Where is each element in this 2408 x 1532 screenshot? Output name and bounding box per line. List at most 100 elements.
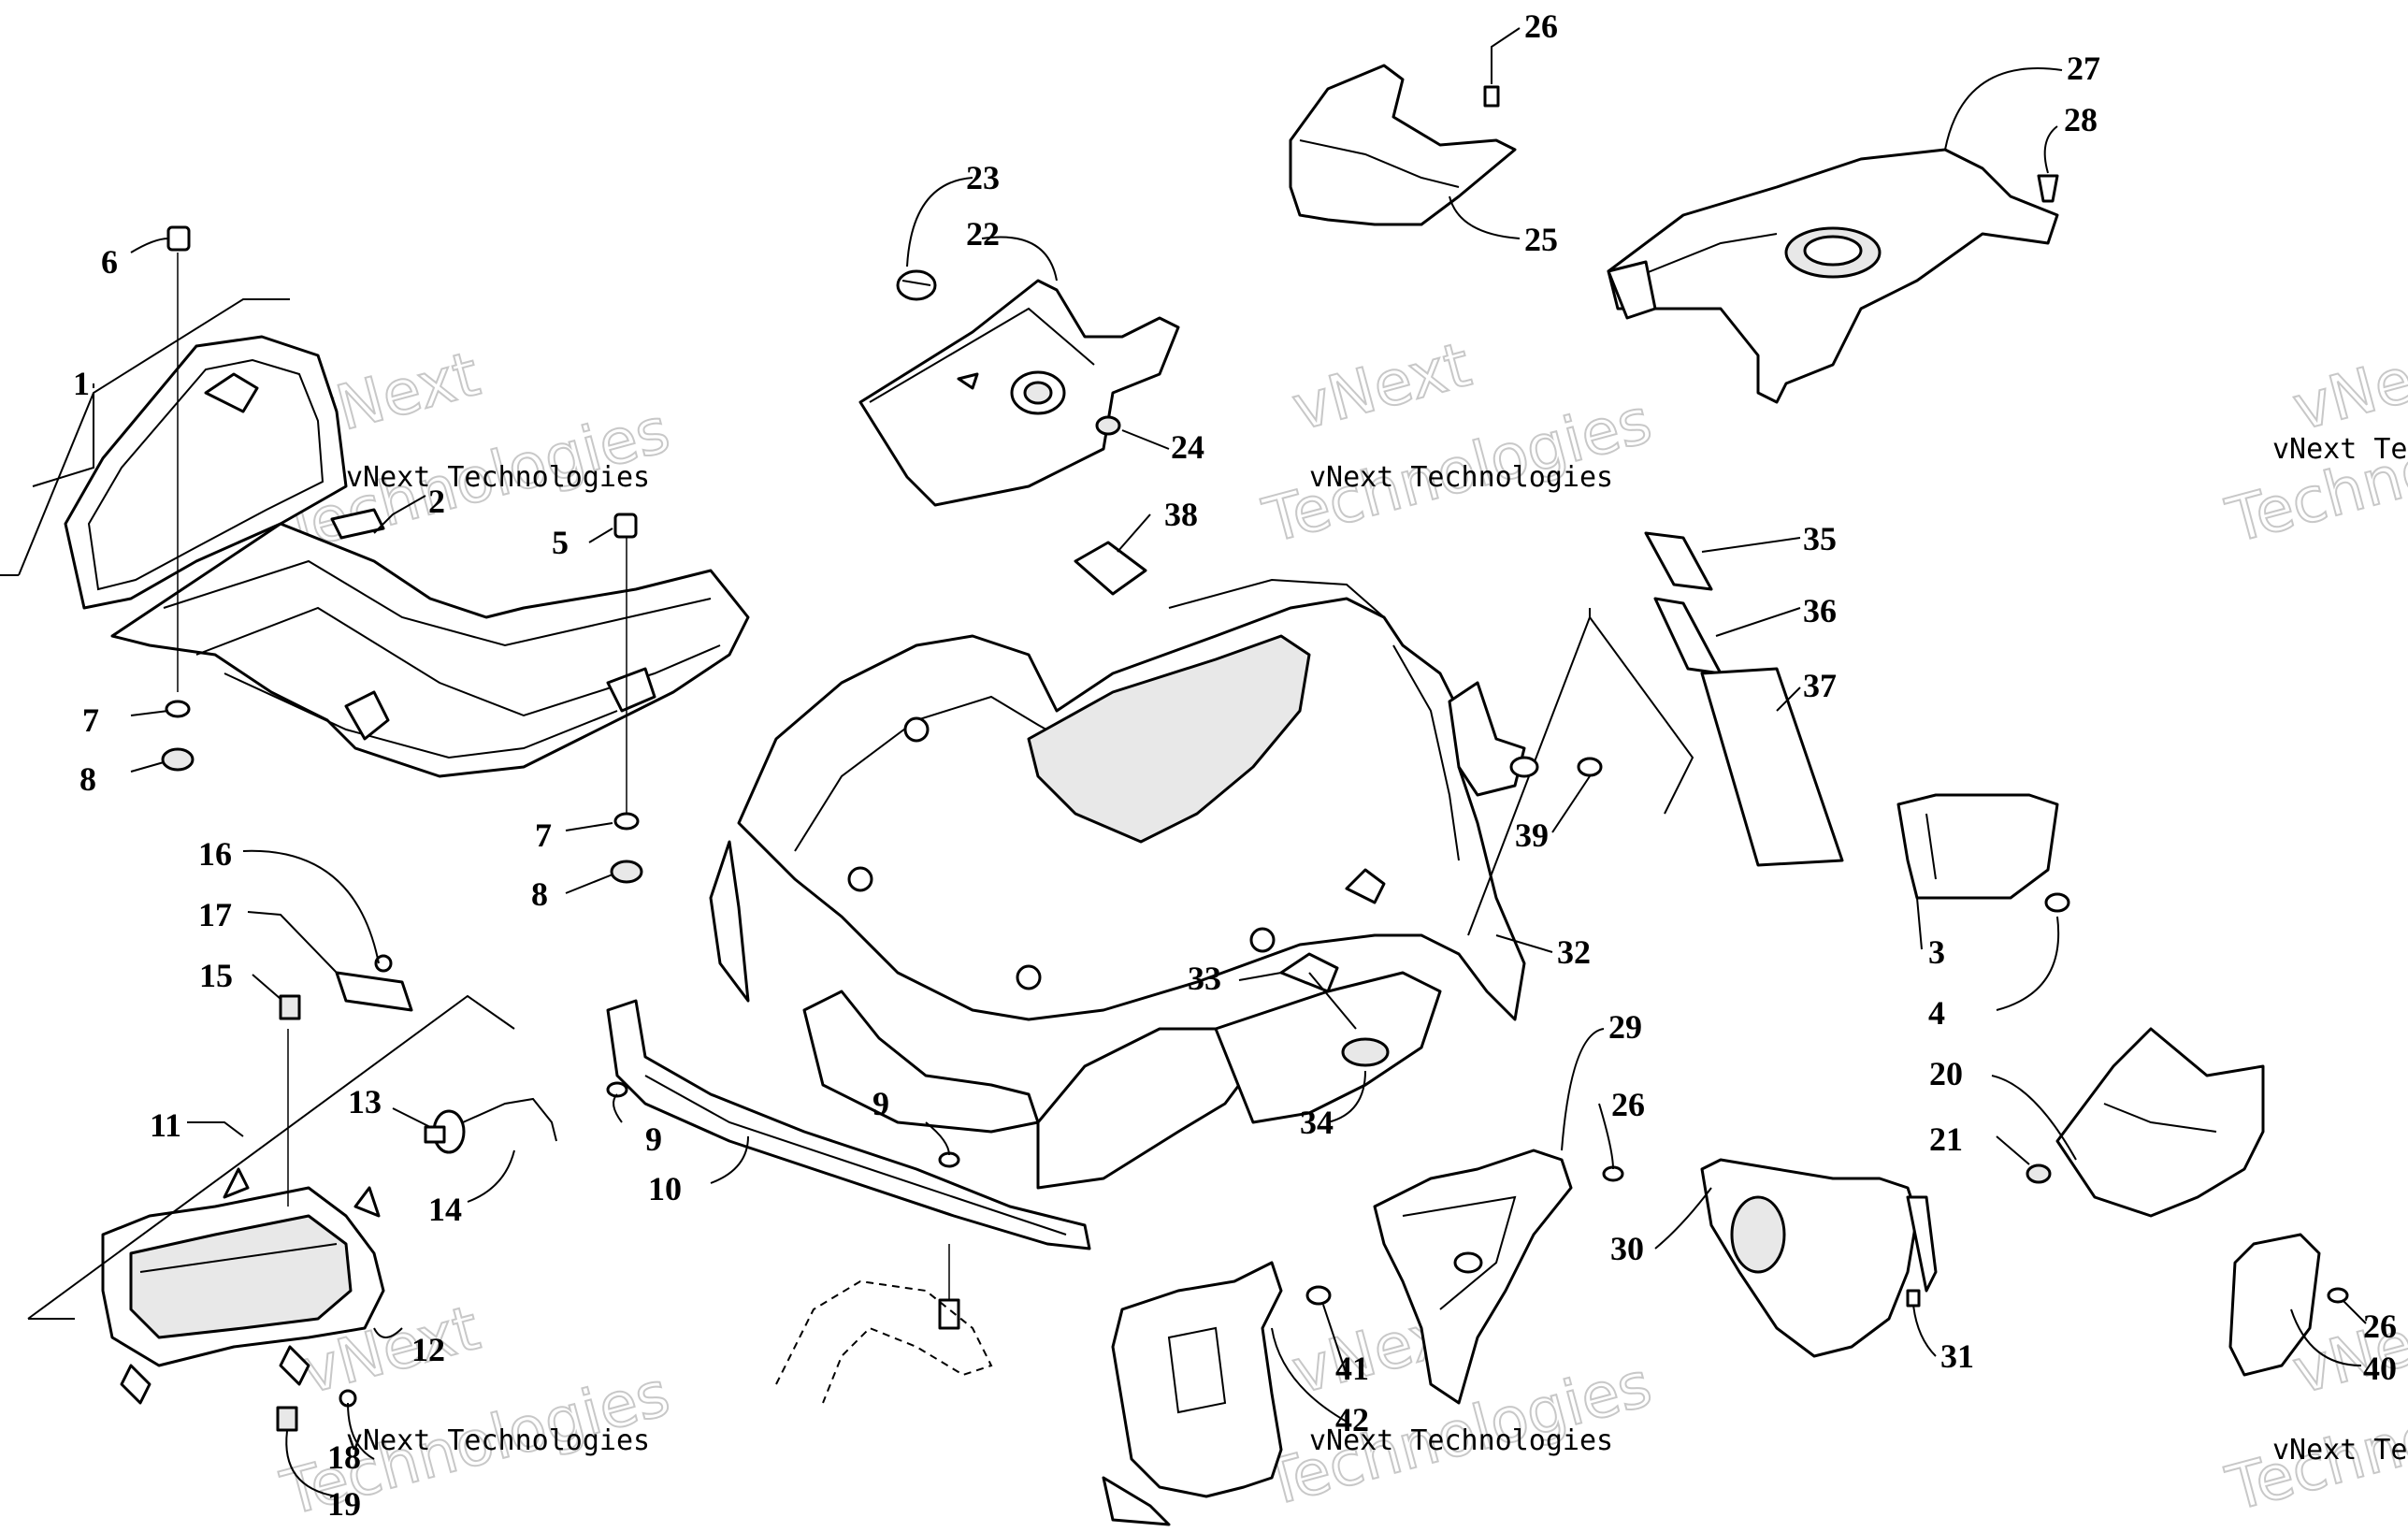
mount-bracket (1448, 681, 1539, 797)
callout-18: 18 (327, 1438, 361, 1476)
callout-41: 41 (1335, 1350, 1369, 1387)
callout-7: 7 (82, 701, 99, 739)
small-panel-40 (2228, 1233, 2321, 1377)
nut-9a (606, 1081, 628, 1098)
washer-7a (165, 700, 191, 718)
callout-12: 12 (411, 1331, 445, 1368)
callout-24: 24 (1171, 428, 1204, 466)
callout-36: 36 (1803, 592, 1837, 629)
washer-7b (613, 812, 640, 831)
callout-26: 26 (2363, 1308, 2397, 1345)
decal-37 (1700, 667, 1844, 867)
front-fender (709, 578, 1526, 1190)
decal-36 (1653, 597, 1723, 675)
watermark-company: vNext Technologies (2272, 433, 2408, 466)
callout-38: 38 (1164, 496, 1198, 533)
cover-30 (1700, 1158, 1938, 1358)
rack-bracket-left (204, 372, 259, 413)
callout-23: 23 (966, 159, 1000, 196)
group-bracket-11 (27, 994, 515, 1320)
rack-decal-2 (330, 508, 385, 540)
front-rack (64, 253, 750, 823)
bolt-6 (166, 225, 191, 252)
bumper-bar (606, 999, 1091, 1330)
adjuster-15 (279, 994, 301, 1020)
callouts: 1 2 3 4 5 6 7 7 8 8 9 9 10 11 12 13 14 1… (73, 7, 2397, 1523)
watermark-group-top-right: vNext Technologies vNext Technologies (2218, 327, 2408, 558)
callout-4: 4 (1928, 994, 1945, 1032)
watermark-brand: vNext (2285, 328, 2408, 444)
visor (1289, 64, 1517, 226)
callout-13: 13 (348, 1083, 382, 1120)
callout-32: 32 (1557, 933, 1591, 971)
callout-10: 10 (648, 1170, 682, 1207)
bolt-39 (1577, 757, 1603, 777)
callout-1: 1 (73, 365, 90, 402)
screw-16 (374, 954, 393, 973)
rack-bracket-bottom-left (344, 690, 390, 741)
watermark-company: vNext Technologies (2272, 1434, 2408, 1467)
tank-cover (1607, 148, 2059, 404)
callout-21: 21 (1929, 1120, 1963, 1158)
watermark-company: vNext Technologies (1309, 461, 1613, 494)
side-panel-20 (2055, 1027, 2265, 1218)
callout-25: 25 (1524, 221, 1558, 258)
rack-bracket-right (606, 667, 656, 713)
callout-14: 14 (428, 1191, 462, 1228)
decal-35 (1644, 531, 1713, 591)
switch-23 (896, 269, 937, 301)
fastener-41 (1305, 1285, 1332, 1306)
watermark-group-bottom-left: vNext Technologies vNext Technologies (273, 1291, 677, 1531)
callout-20: 20 (1929, 1055, 1963, 1092)
watermark-company: vNext Technologies (1309, 1424, 1613, 1457)
callout-22: 22 (966, 215, 1000, 253)
callout-39: 39 (1515, 817, 1549, 854)
nut-9b (938, 1151, 960, 1168)
bulb-13 (424, 1097, 557, 1154)
callout-11: 11 (150, 1106, 181, 1144)
watermark-brand: vNext (1285, 328, 1478, 444)
callout-27: 27 (2067, 50, 2100, 87)
callout-8: 8 (531, 875, 548, 913)
dash-panel (858, 279, 1180, 507)
callout-7: 7 (535, 817, 552, 854)
callout-35: 35 (1803, 520, 1837, 557)
callout-3: 3 (1928, 933, 1945, 971)
callout-6: 6 (101, 243, 118, 281)
callout-34: 34 (1300, 1104, 1334, 1141)
callout-28: 28 (2064, 101, 2098, 138)
callout-5: 5 (552, 524, 569, 561)
callout-9: 9 (645, 1120, 662, 1158)
callout-8: 8 (79, 760, 96, 798)
callout-9: 9 (872, 1085, 889, 1122)
watermark-company: vNext Technologies (346, 1424, 650, 1457)
leader-lines (93, 27, 2367, 1497)
callout-2: 2 (428, 483, 445, 520)
callout-26: 26 (1524, 7, 1558, 45)
fastener-4 (2044, 892, 2070, 913)
reflector-mount (1279, 952, 1390, 1067)
fastener-26b (1602, 1165, 1624, 1182)
plate-17 (335, 971, 413, 1012)
callout-29: 29 (1608, 1008, 1642, 1046)
side-shield-29 (1373, 1149, 1573, 1405)
fastener-28 (2037, 174, 2059, 203)
callout-17: 17 (198, 896, 232, 933)
callout-40: 40 (2363, 1350, 2397, 1387)
callout-31: 31 (1940, 1337, 1974, 1375)
callout-16: 16 (198, 835, 232, 873)
callout-33: 33 (1188, 960, 1221, 997)
fastener-26c (2327, 1287, 2349, 1304)
nut-8a (161, 747, 195, 772)
callout-26: 26 (1611, 1086, 1645, 1123)
headlight-assembly (101, 1029, 385, 1405)
bolt-5 (613, 513, 638, 539)
callout-37: 37 (1803, 667, 1837, 704)
callout-19: 19 (327, 1485, 361, 1523)
fastener-26a (1483, 85, 1500, 108)
watermark-group-top-center: vNext Technologies vNext Technologies (1255, 327, 1659, 558)
side-panel-3 (1896, 793, 2059, 900)
mud-guard-42 (1102, 1261, 1283, 1526)
